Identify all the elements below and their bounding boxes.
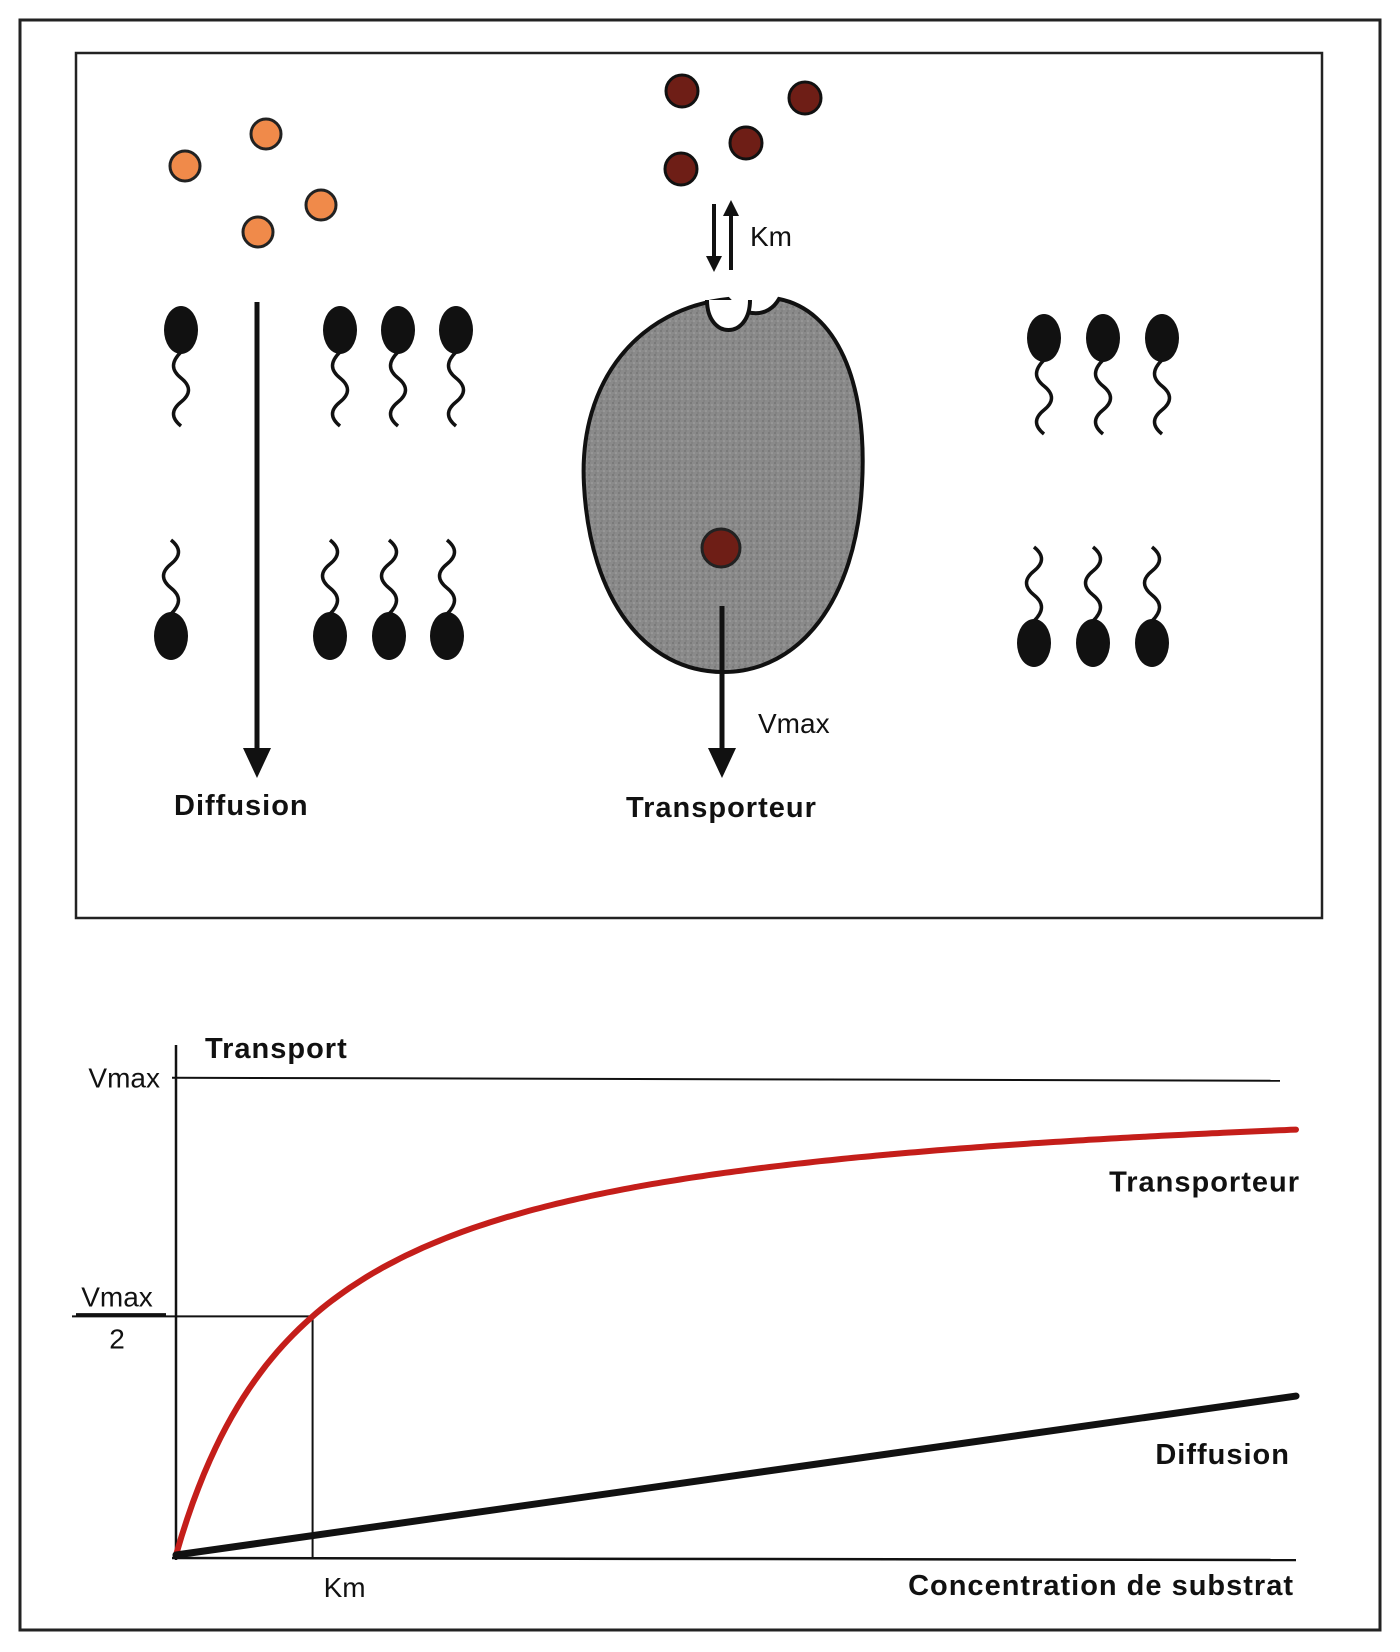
phospholipid-top [323, 306, 357, 428]
phospholipid-top [164, 306, 198, 428]
vmax-arrowhead [708, 748, 736, 778]
diffusion-arrowhead [243, 748, 271, 778]
transporter-label: Transporteur [626, 792, 817, 824]
vmax-label: Vmax [758, 708, 830, 739]
phospholipid-bottom [372, 538, 406, 660]
transporter-body [581, 296, 865, 675]
dark-molecule [663, 151, 699, 187]
diffusing-molecules [168, 117, 338, 249]
diffusion-label: Diffusion [174, 790, 309, 822]
series-label-diffusion: Diffusion [1155, 1439, 1290, 1471]
km-equilibrium-arrows [706, 200, 739, 272]
orange-molecule [241, 215, 275, 249]
vmax-reference-line [171, 1076, 1281, 1082]
phospholipid-top [1027, 314, 1061, 436]
transporter-protein [581, 296, 865, 675]
phospholipid-top [381, 306, 415, 428]
membrane-panel-frame [74, 51, 1324, 920]
kinetics-chart: Transport Concentration de substrat Vmax… [72, 1033, 1300, 1603]
orange-molecule [304, 188, 338, 222]
bound-substrate [700, 527, 742, 569]
orange-molecule [168, 149, 202, 183]
y-axis-label: Transport [205, 1033, 348, 1065]
phospholipid-bottom [430, 538, 464, 660]
lipid-bilayer-left [154, 306, 473, 660]
outer-frame [18, 18, 1382, 1632]
phospholipid-bottom [313, 538, 347, 660]
phospholipid-top [1145, 314, 1179, 436]
x-axis [171, 1556, 1297, 1562]
lipid-bilayer-right [1017, 314, 1179, 667]
series-line-transporteur [173, 1126, 1299, 1558]
phospholipid-bottom [154, 538, 188, 660]
dark-molecule [728, 125, 764, 161]
series-label-transporteur: Transporteur [1109, 1167, 1300, 1199]
membrane-panel: Diffusion Km Vmax Transporteur [74, 51, 1324, 920]
orange-molecule [249, 117, 283, 151]
y-tick-half-vmax-denominator: 2 [109, 1323, 125, 1354]
dark-molecule [664, 73, 700, 109]
x-axis-label: Concentration de substrat [908, 1570, 1294, 1602]
series-line-diffusion [172, 1392, 1300, 1559]
transported-molecules [663, 73, 823, 187]
y-tick-half-vmax-numerator: Vmax [81, 1281, 153, 1312]
phospholipid-bottom [1135, 545, 1169, 667]
x-tick-km: Km [324, 1572, 366, 1603]
km-label: Km [750, 221, 792, 252]
dark-molecule [787, 80, 823, 116]
phospholipid-bottom [1076, 545, 1110, 667]
phospholipid-top [1086, 314, 1120, 436]
y-tick-vmax: Vmax [88, 1063, 160, 1094]
binding-site [705, 299, 752, 332]
phospholipid-top [439, 306, 473, 428]
phospholipid-bottom [1017, 545, 1051, 667]
